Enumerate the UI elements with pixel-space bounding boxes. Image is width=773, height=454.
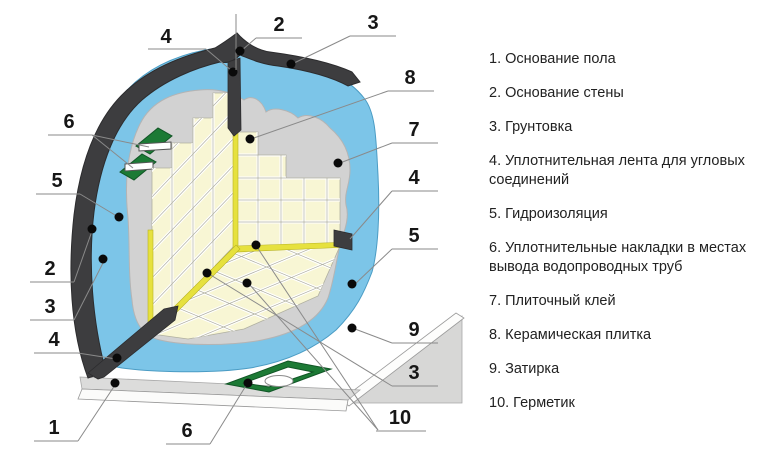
callout-5-left: 5 — [36, 170, 124, 222]
pipe-stub-lower — [124, 161, 154, 172]
callout-3-left-number: 3 — [44, 296, 55, 318]
callout-5-left-number: 5 — [51, 170, 62, 192]
callout-3-right-dot-0 — [202, 268, 212, 278]
callout-4-top-number: 4 — [160, 26, 172, 48]
bathroom-waterproofing-diagram: 4 2 3 8 7 4 5 9 3 10 6 5 2 3 4 1 6 — [30, 12, 465, 445]
legend-item-9: 9. Затирка — [489, 361, 560, 377]
callout-10-leader-0 — [256, 246, 379, 431]
legend-item-5: 5. Гидроизоляция — [489, 206, 608, 222]
callout-4-right: 4 — [349, 167, 438, 240]
callout-6-left-leader-0 — [91, 134, 150, 148]
legend-item-10: 10. Герметик — [489, 395, 575, 411]
callout-10-leader-1 — [248, 283, 379, 431]
callout-6-bottom-dot-0 — [243, 378, 253, 388]
callout-6-bottom-number: 6 — [181, 420, 192, 442]
callout-3-top: 3 — [286, 12, 396, 69]
callout-9-number: 9 — [408, 319, 419, 341]
legend-item-2: 2. Основание стены — [489, 85, 624, 101]
callout-10-dot-0 — [251, 240, 261, 250]
legend-item-6: 6. Уплотнительные накладки в местах выво… — [489, 240, 747, 275]
callout-4-top-leader-0 — [205, 48, 233, 72]
legend: 1. Основание пола 2. Основание стены 3. Гр… — [489, 50, 767, 428]
callout-3-left-leader-0 — [73, 260, 105, 321]
callout-3-top-number: 3 — [367, 12, 378, 34]
callout-2-top-dot-0 — [235, 46, 245, 56]
callout-4-right-leader-0 — [349, 190, 393, 240]
callout-6-bottom-leader-0 — [209, 383, 248, 445]
corner-tape-floor-left — [87, 305, 179, 380]
callout-7-leader-0 — [339, 142, 393, 164]
callout-3-top-dot-0 — [286, 59, 296, 69]
callout-1-number: 1 — [48, 417, 59, 439]
callout-4-top-dot-0 — [228, 67, 238, 77]
callout-8: 8 — [245, 67, 434, 144]
callout-3-right-number: 3 — [408, 362, 419, 384]
callout-1-dot-0 — [110, 378, 120, 388]
corner-sealing-tapes — [87, 57, 353, 380]
callout-4-left-leader-0 — [77, 352, 117, 360]
callout-9-leader-0 — [354, 328, 393, 344]
callout-5-right-leader-0 — [353, 248, 393, 286]
legend-item-7: 7. Плиточный клей — [489, 293, 616, 309]
corner-tape-right-end — [333, 229, 353, 251]
pipe-sealing-pads — [119, 127, 173, 181]
callout-6-left: 6 — [48, 111, 150, 169]
callout-5-right-number: 5 — [408, 225, 419, 247]
legend-item-3: 3. Грунтовка — [489, 119, 573, 135]
callout-10-number: 10 — [389, 407, 411, 429]
legend-item-4: 4. Уплотнительная лента для угловых соед… — [489, 153, 745, 188]
legend-list: 1. Основание пола 2. Основание стены 3. Гр… — [489, 50, 767, 413]
callout-8-number: 8 — [404, 67, 415, 89]
callout-4-top: 4 — [148, 26, 238, 77]
callout-4-left: 4 — [34, 329, 122, 363]
floor-base-slab — [77, 376, 362, 412]
tiled-wall-left — [151, 92, 235, 333]
callout-3-left: 3 — [30, 254, 108, 321]
callout-3-right: 3 — [202, 268, 438, 387]
callout-3-right-leader-0 — [208, 273, 393, 387]
pipe-stub-upper — [138, 141, 172, 152]
callout-2-top: 2 — [235, 14, 302, 70]
callout-1: 1 — [34, 378, 120, 442]
callout-2-left-leader-0 — [73, 230, 93, 283]
wall-base-band — [70, 32, 361, 379]
callout-8-dot-0 — [245, 134, 255, 144]
floor-base-right-slab — [340, 312, 465, 407]
callout-5-right-dot-0 — [347, 279, 357, 289]
callout-7-number: 7 — [408, 119, 419, 141]
callout-9-dot-0 — [347, 323, 357, 333]
pipe-hole — [264, 375, 294, 387]
callout-4-left-number: 4 — [48, 329, 60, 351]
callout-2-left-dot-0 — [87, 224, 97, 234]
callout-4-left-dot-0 — [112, 353, 122, 363]
callout-6-bottom: 6 — [166, 378, 253, 445]
callout-6-left-leader-1 — [91, 134, 134, 169]
callout-5-left-dot-0 — [114, 212, 124, 222]
callout-6-left-number: 6 — [63, 111, 74, 133]
callout-3-top-leader-0 — [291, 35, 351, 65]
legend-item-1: 1. Основание пола — [489, 51, 616, 67]
legend-item-8: 8. Керамическая плитка — [489, 327, 652, 343]
callout-5-right: 5 — [347, 225, 438, 289]
callout-10: 10 — [242, 240, 426, 432]
floor-pipe-pad — [224, 360, 333, 393]
callout-2-left-number: 2 — [44, 258, 55, 280]
callout-4-right-number: 4 — [408, 167, 420, 189]
callout-7-dot-0 — [333, 158, 343, 168]
callout-2-top-number: 2 — [273, 14, 284, 36]
corner-tape-vertical — [227, 57, 242, 137]
callout-8-leader-0 — [250, 90, 389, 140]
callout-1-leader-0 — [77, 384, 116, 442]
callout-3-left-dot-0 — [98, 254, 108, 264]
callout-7: 7 — [333, 119, 438, 168]
callout-2-left: 2 — [30, 224, 97, 283]
callout-10-dot-1 — [242, 278, 252, 288]
callout-5-left-leader-0 — [79, 193, 121, 219]
callout-9: 9 — [347, 319, 438, 344]
